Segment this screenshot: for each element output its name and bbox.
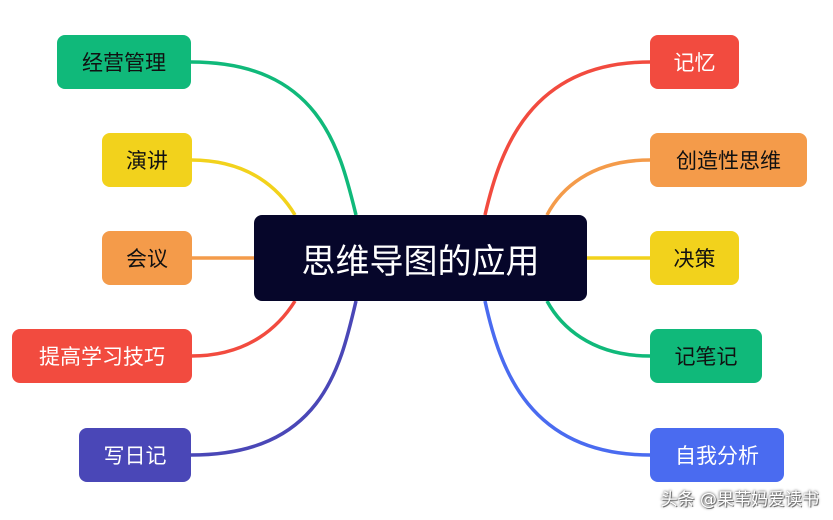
branch-node-study-skills: 提高学习技巧 bbox=[12, 329, 192, 383]
connector-left-0 bbox=[190, 60, 358, 216]
branch-node-self-analysis: 自我分析 bbox=[650, 428, 784, 482]
connector-left-1 bbox=[190, 158, 297, 216]
watermark: 头条 @果苇妈爱读书 bbox=[660, 490, 819, 510]
branch-node-decision: 决策 bbox=[650, 231, 739, 285]
branch-node-memory: 记忆 bbox=[650, 35, 739, 89]
branch-label: 经营管理 bbox=[82, 51, 166, 75]
branch-label: 提高学习技巧 bbox=[39, 345, 165, 369]
branch-node-creative-thinking: 创造性思维 bbox=[650, 133, 807, 187]
branch-node-meeting: 会议 bbox=[102, 231, 192, 285]
branch-label: 自我分析 bbox=[675, 444, 759, 468]
central-topic: 思维导图的应用 bbox=[254, 215, 587, 301]
branch-node-business-management: 经营管理 bbox=[57, 35, 191, 89]
branch-label: 记笔记 bbox=[674, 345, 738, 369]
branch-label: 写日记 bbox=[103, 444, 167, 468]
branch-label: 决策 bbox=[673, 247, 716, 271]
connector-right-1 bbox=[545, 158, 651, 216]
branch-label: 创造性思维 bbox=[676, 149, 781, 173]
connector-left-3 bbox=[190, 300, 297, 358]
connector-left-4 bbox=[190, 300, 358, 457]
branch-node-speech: 演讲 bbox=[102, 133, 192, 187]
branch-label: 记忆 bbox=[673, 51, 716, 75]
branch-label: 会议 bbox=[126, 247, 168, 271]
connector-right-4 bbox=[483, 300, 651, 457]
branch-node-diary: 写日记 bbox=[79, 428, 191, 482]
connector-right-0 bbox=[483, 60, 651, 216]
branch-label: 演讲 bbox=[126, 149, 168, 173]
central-topic-label: 思维导图的应用 bbox=[301, 241, 540, 282]
branch-node-note-taking: 记笔记 bbox=[650, 329, 762, 383]
connector-right-3 bbox=[545, 300, 651, 358]
